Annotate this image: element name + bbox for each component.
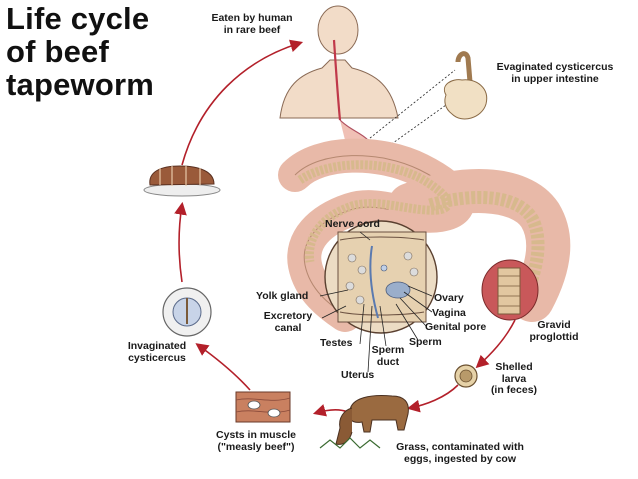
label-leaders — [319, 231, 433, 373]
cycle-arrows — [174, 39, 516, 417]
label-nerve-cord: Nerve cord — [325, 218, 380, 230]
arrow-cysticercus-to-beef — [174, 201, 187, 283]
label-eaten-by-human: Eaten by human in rare beef — [211, 12, 293, 36]
label-testes: Testes — [320, 337, 353, 349]
leader-lines — [344, 69, 461, 159]
shelled-larva-figure — [454, 364, 478, 388]
label-yolk-gland: Yolk gland — [256, 290, 309, 302]
label-vagina: Vagina — [432, 307, 466, 319]
arrow-cow-to-cysts — [312, 404, 349, 417]
label-sperm: Sperm — [409, 336, 442, 348]
label-excretory-canal: Excretory canal — [263, 310, 313, 334]
invaginated-cysticercus-figure — [162, 287, 212, 337]
label-uterus: Uterus — [341, 369, 375, 381]
label-shelled-larva: Shelled larva (in feces) — [490, 361, 538, 396]
arrow-proglottid-to-larva — [475, 319, 516, 369]
beef-roast-figure — [143, 165, 221, 197]
gravid-proglottid-figure — [481, 259, 539, 321]
proglottid-magnified — [324, 220, 438, 334]
label-gravid-proglottid: Gravid proglottid — [529, 319, 579, 343]
arrow-beef-to-human — [181, 39, 304, 166]
label-evaginated-cysticercus: Evaginated cysticercus in upper intestin… — [496, 61, 614, 85]
intestine-figure — [278, 138, 571, 332]
cow-figure — [319, 395, 409, 449]
label-ovary: Ovary — [434, 292, 464, 304]
label-cysts-in-muscle: Cysts in muscle ("measly beef") — [216, 429, 296, 453]
evaginated-cysticercus-figure — [444, 51, 488, 120]
arrow-larva-to-cow — [406, 384, 459, 413]
page-title: Life cycle of beef tapeworm — [6, 1, 155, 102]
measly-beef-figure — [235, 391, 291, 423]
label-invaginated-cysticercus: Invaginated cysticercus — [127, 340, 187, 364]
arrow-cysts-to-cysticercus — [195, 343, 251, 391]
label-grass-eggs: Grass, contaminated with eggs, ingested … — [396, 441, 524, 465]
label-sperm-duct: Sperm duct — [371, 344, 405, 368]
label-genital-pore: Genital pore — [425, 321, 487, 333]
